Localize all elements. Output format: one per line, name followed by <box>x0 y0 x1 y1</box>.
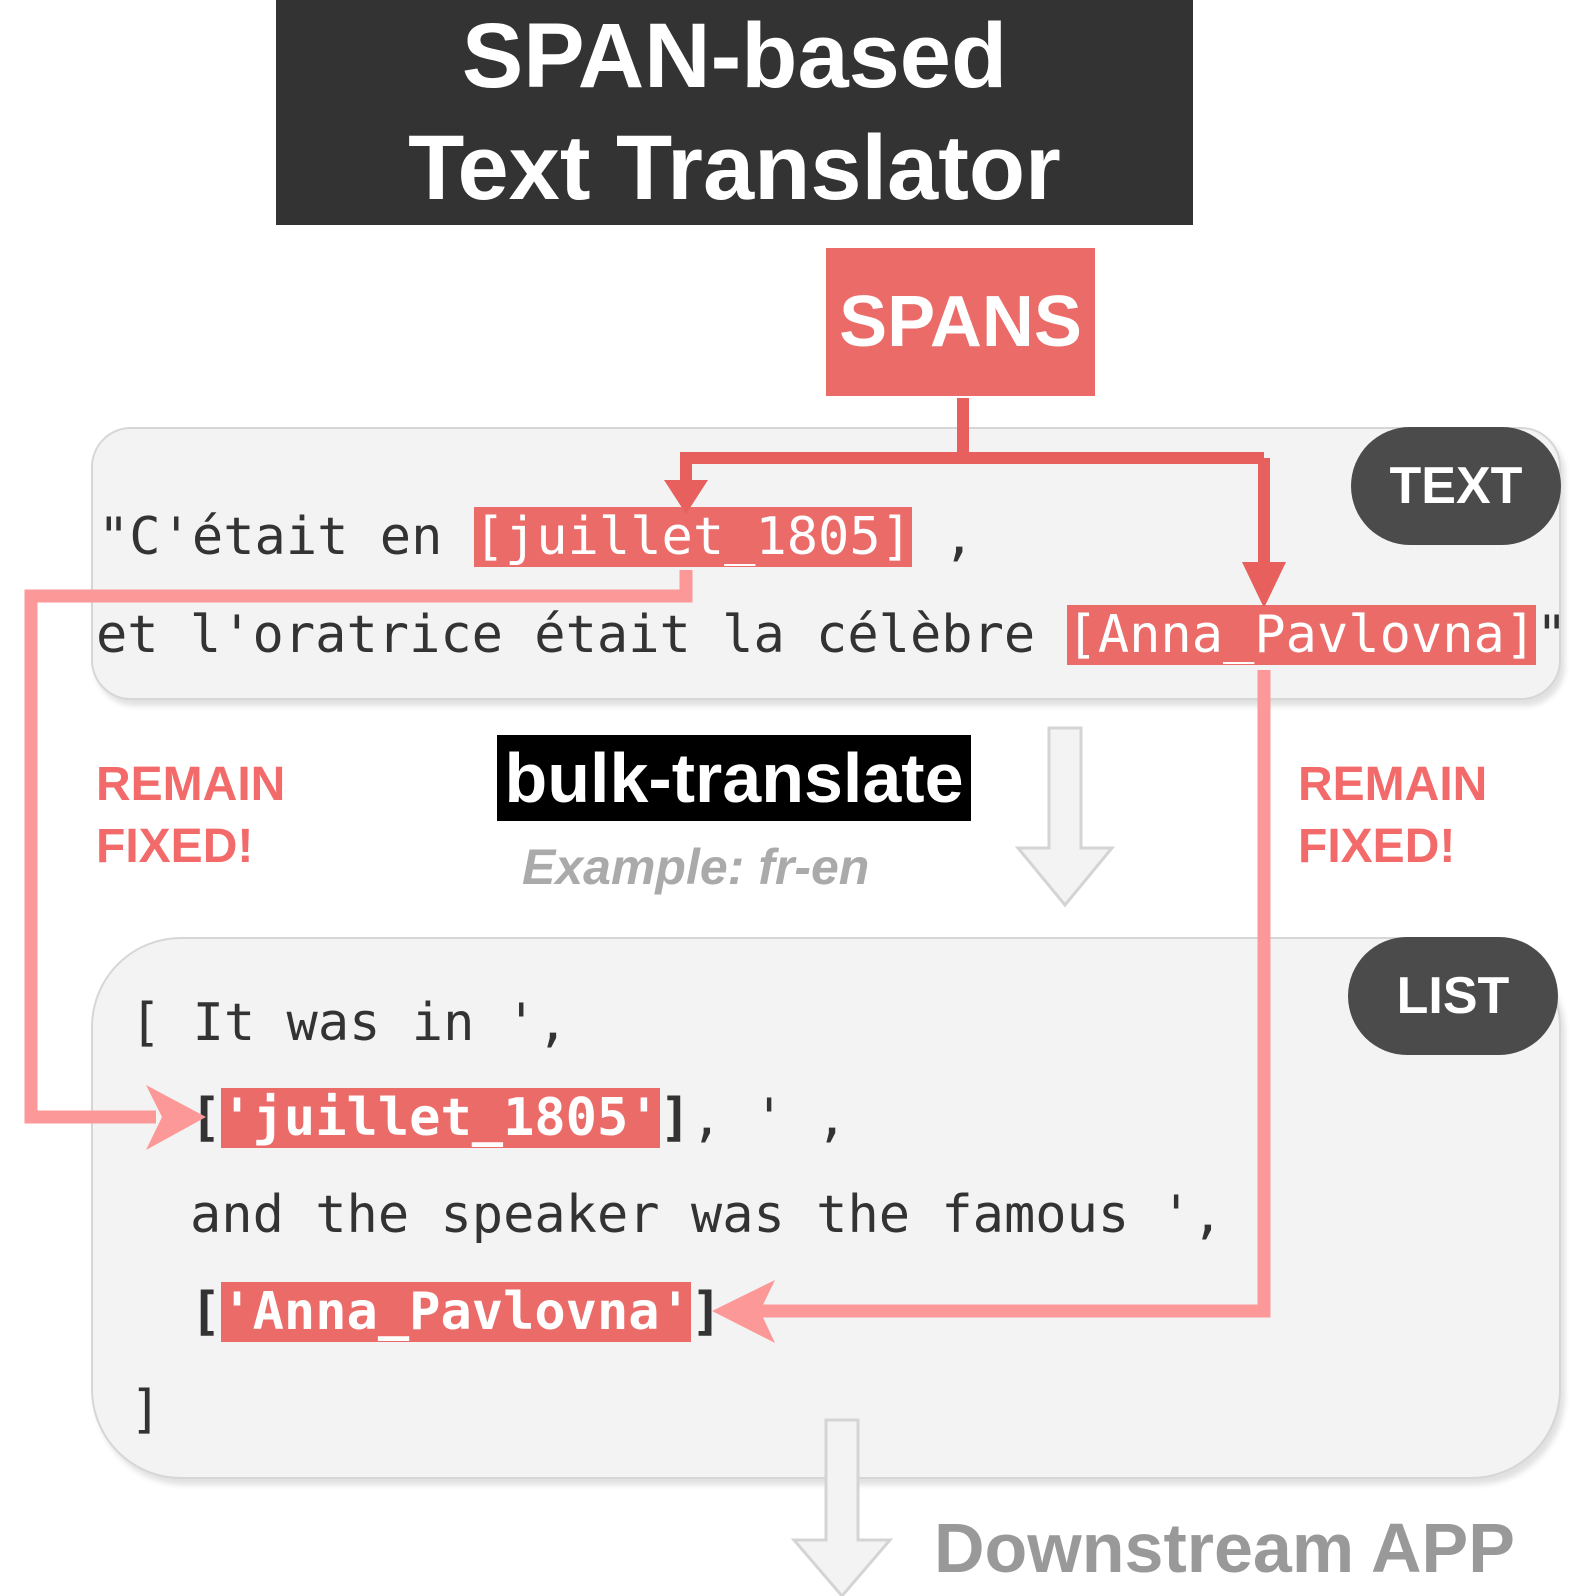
list-line-5: ] <box>130 1380 162 1440</box>
spans-connector <box>680 398 1270 575</box>
list-line-4-open: [ <box>190 1282 222 1342</box>
downstream-app-label: Downstream APP <box>934 1509 1515 1587</box>
remain-fixed-left: REMAIN FIXED! <box>96 754 285 878</box>
flow-arrow-bulk <box>1014 726 1116 908</box>
remain-right-line-2: FIXED! <box>1298 820 1456 873</box>
title-box: SPAN-based Text Translator <box>276 0 1193 225</box>
remain-left-line-1: REMAIN <box>96 758 286 811</box>
remain-left-line-2: FIXED! <box>96 820 254 873</box>
title-line-1: SPAN-based <box>461 5 1008 107</box>
arrow-head-left-list <box>146 1085 206 1150</box>
remain-fixed-right: REMAIN FIXED! <box>1298 754 1487 878</box>
span-juillet-text: [juillet_1805] <box>473 507 912 567</box>
span-anna-list: 'Anna_Pavlovna' <box>221 1282 691 1342</box>
list-panel <box>91 937 1561 1479</box>
list-line-1: [ It was in ', <box>130 993 569 1053</box>
text-line-2-post: " <box>1536 605 1568 665</box>
text-line-1-post: , <box>911 507 975 567</box>
text-line-1-pre: "C'était en <box>98 507 474 567</box>
remain-right-line-1: REMAIN <box>1298 758 1488 811</box>
list-tag: LIST <box>1348 937 1558 1055</box>
spans-box: SPANS <box>826 248 1095 396</box>
list-line-3: and the speaker was the famous ', <box>190 1185 1224 1245</box>
text-line-2: et l'oratrice était la célèbre [Anna_Pav… <box>96 605 1567 665</box>
arrow-head-juillet <box>664 480 708 514</box>
arrow-head-anna <box>1242 562 1286 608</box>
bulk-translate-label: bulk-translate <box>497 735 971 821</box>
flow-arrow-downstream <box>790 1418 894 1596</box>
arrow-head-right-list <box>712 1280 775 1343</box>
text-line-2-pre: et l'oratrice était la célèbre <box>96 605 1067 665</box>
title-line-2: Text Translator <box>408 117 1061 219</box>
span-juillet-list: 'juillet_1805' <box>221 1088 660 1148</box>
span-anna-text: [Anna_Pavlovna] <box>1066 605 1537 665</box>
list-line-4: ['Anna_Pavlovna'] <box>190 1282 722 1342</box>
list-line-2: ['juillet_1805'], ' , <box>190 1088 847 1148</box>
text-tag: TEXT <box>1351 427 1561 545</box>
remain-fixed-paths <box>24 570 1271 1318</box>
text-line-1: "C'était en [juillet_1805] , <box>98 507 975 567</box>
example-label: Example: fr-en <box>522 839 870 895</box>
list-line-2-close: ] <box>659 1088 691 1148</box>
list-line-2-post: , ' , <box>690 1088 848 1148</box>
